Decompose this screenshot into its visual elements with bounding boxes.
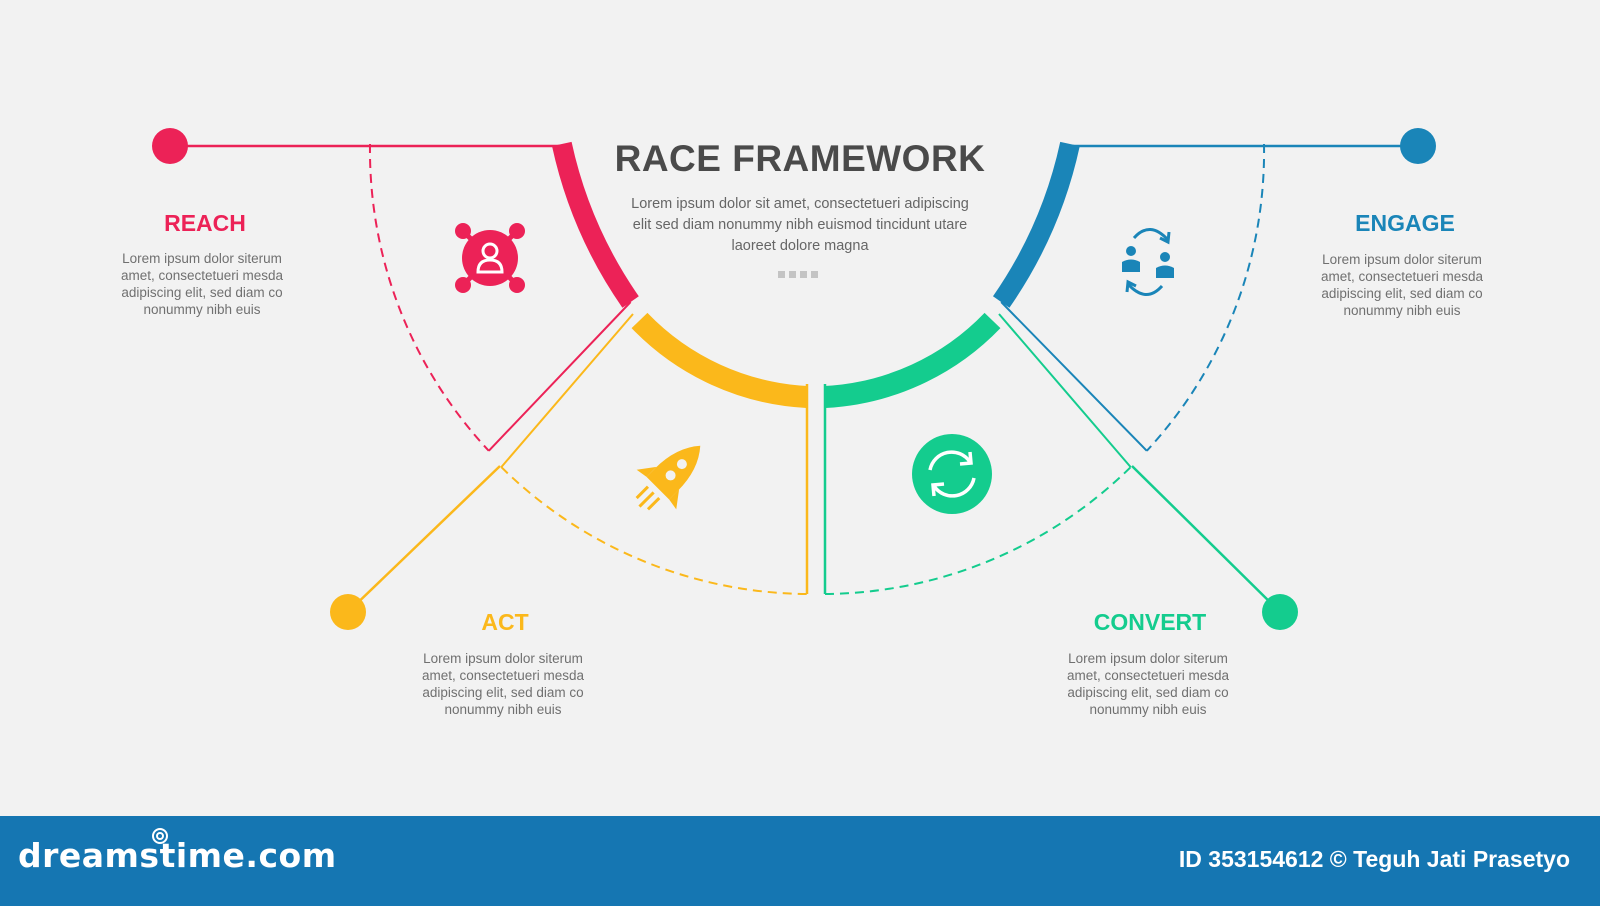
act-marker xyxy=(330,594,366,630)
engage-description: Lorem ipsum dolor siterum amet, consecte… xyxy=(1320,252,1484,318)
engage-marker xyxy=(1400,128,1436,164)
rocket-icon xyxy=(635,445,701,511)
diagram-canvas xyxy=(152,128,1436,630)
reach-description: Lorem ipsum dolor siterum amet, consecte… xyxy=(120,251,284,317)
engage-label: ENGAGE xyxy=(1355,210,1455,236)
act-description: Lorem ipsum dolor siterum amet, consecte… xyxy=(421,651,585,717)
user-network-icon xyxy=(455,223,525,293)
convert-description: Lorem ipsum dolor siterum amet, consecte… xyxy=(1066,651,1230,717)
user-exchange-icon xyxy=(1122,228,1174,296)
convert-segment xyxy=(823,312,1298,630)
watermark-footer: dreamstime.com ID 353154612 © Teguh Jati… xyxy=(0,816,1600,906)
refresh-icon xyxy=(912,434,992,514)
convert-marker xyxy=(1262,594,1298,630)
reach-label: REACH xyxy=(164,210,246,236)
dreamstime-logo[interactable]: dreamstime.com xyxy=(18,836,337,875)
page-subtitle: Lorem ipsum dolor sit amet, consectetuer… xyxy=(631,196,969,254)
swirl-icon xyxy=(152,828,168,844)
reach-marker xyxy=(152,128,188,164)
race-framework-infographic: RACE FRAMEWORK Lorem ipsum dolor sit ame… xyxy=(120,128,1484,717)
dots-divider xyxy=(778,265,828,278)
reach-segment xyxy=(152,128,639,452)
convert-label: CONVERT xyxy=(1093,609,1207,635)
engage-segment xyxy=(992,128,1436,452)
act-segment xyxy=(330,312,809,630)
act-label: ACT xyxy=(481,609,529,635)
page-title: RACE FRAMEWORK xyxy=(614,138,986,179)
image-credit: ID 353154612 © Teguh Jati Prasetyo xyxy=(1178,846,1570,872)
